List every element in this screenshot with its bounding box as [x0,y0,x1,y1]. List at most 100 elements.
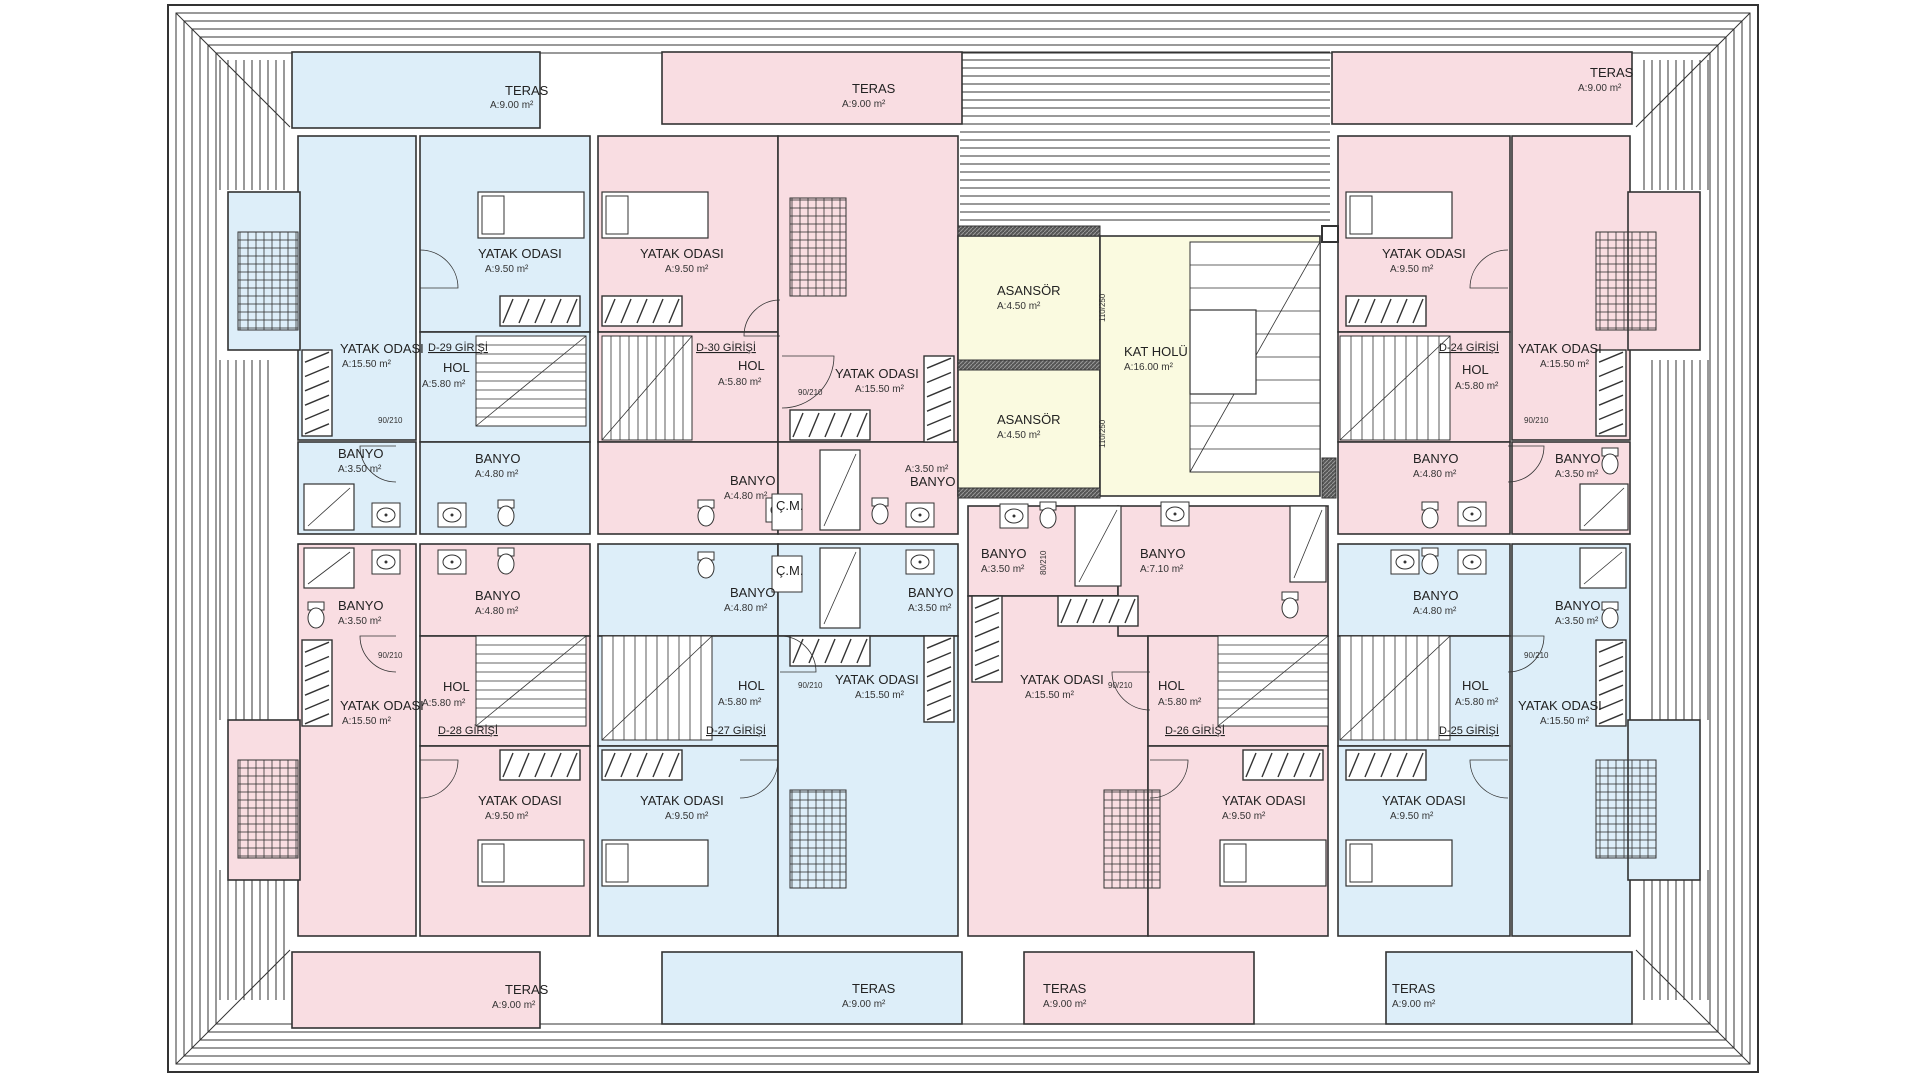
wardrobe [1345,749,1427,781]
door-swing [1469,759,1509,799]
hanger [974,654,1000,667]
fixtures-layer [237,191,1657,889]
room-label: YATAK ODASI [1382,793,1466,808]
hanger [974,597,1000,609]
bed [789,197,847,297]
door-size: 90/210 [378,651,403,660]
basin [442,507,462,523]
hanger [1380,752,1392,778]
room-area: A:5.80 m² [422,698,466,709]
elevator-area: A:4.50 m² [997,301,1041,312]
terrace [1385,951,1633,1025]
wardrobe [789,409,871,441]
drain [1470,560,1474,564]
hanger [926,666,952,678]
drain [918,560,922,564]
toilet-bowl [497,505,515,527]
wardrobe-frame [301,349,333,437]
basin [910,554,930,570]
room-area: A:5.80 m² [1455,381,1499,392]
door-swing [781,355,835,409]
basin [1165,506,1185,522]
core-wall [957,359,1101,371]
door-size: 90/210 [378,416,403,425]
door-swing [419,759,459,799]
room-area: A:9.50 m² [1390,811,1434,822]
basin [376,507,396,523]
hanger [636,752,648,778]
wardrobe-frame [971,595,1003,683]
wardrobe [301,639,333,727]
door-size: 110/250 [1098,419,1107,448]
stair-diagonal [475,635,587,727]
hanger [974,626,1000,638]
bed [1595,759,1657,859]
room-area: A:9.50 m² [665,264,709,275]
door-size: 90/210 [1524,416,1549,425]
hanger [534,298,546,324]
shaft-label: Ç.M. [776,498,803,513]
labels-layer: TERAS A:9.00 m² TERAS A:9.00 m² TERAS A:… [338,65,1634,1011]
roof-slope [1640,60,1710,190]
hanger [1412,752,1424,778]
toilet-bowl [497,553,515,575]
room-label: BANYO [981,546,1027,561]
room-area: A:3.50 m² [908,603,952,614]
roof-outline [167,4,1759,1073]
core-wall [957,487,1101,499]
hanger [1598,655,1624,668]
room-area: A:15.50 m² [342,716,392,727]
wardrobe [601,295,683,327]
stair-diagonal [601,635,713,741]
elevator [957,367,1101,497]
hanger [926,386,952,398]
basin [376,554,396,570]
room-label: YATAK ODASI [1222,793,1306,808]
roof-slope [960,50,1330,225]
room-area: A:9.50 m² [485,264,529,275]
room-area: A:15.50 m² [342,359,392,370]
hanger [926,414,952,427]
staircase [601,635,713,741]
wardrobe [923,355,955,443]
wardrobe [1595,349,1627,437]
hanger [652,752,664,778]
room-label: HOL [738,358,765,373]
elevator [957,235,1101,369]
core-wall [957,225,1101,237]
roof-frame [167,4,1759,1073]
terrace [291,951,541,1029]
room-area: A:5.80 m² [718,697,762,708]
hanger [518,298,530,324]
room-label: BANYO [1413,451,1459,466]
bed [789,789,847,889]
door-swing [739,759,779,799]
hanger [304,351,330,363]
hanger [1364,298,1376,324]
terrace-label: TERAS [505,83,549,98]
terrace-label: TERAS [1043,981,1087,996]
hanger [1598,641,1624,653]
stair-diagonal [1339,635,1451,741]
room-area: A:4.80 m² [475,606,519,617]
room-area: A:9.50 m² [1222,811,1266,822]
stair-diagonal [601,335,693,441]
pillow [1349,843,1373,883]
door-size: 90/210 [798,388,823,397]
wardrobe-frame [1595,639,1627,727]
terrace-area: A:9.00 m² [1043,999,1087,1010]
stair-well [1189,309,1257,395]
drain [450,560,454,564]
room-area: A:15.50 m² [855,690,905,701]
room-label: BANYO [475,588,521,603]
hanger [808,412,820,438]
room-label: YATAK ODASI [340,341,424,356]
roof-frame [207,44,1719,1033]
hanger [502,752,514,778]
column [1321,225,1339,243]
room-label: BANYO [910,474,956,489]
hanger [668,298,680,324]
room-label: YATAK ODASI [640,793,724,808]
hanger [604,752,616,778]
